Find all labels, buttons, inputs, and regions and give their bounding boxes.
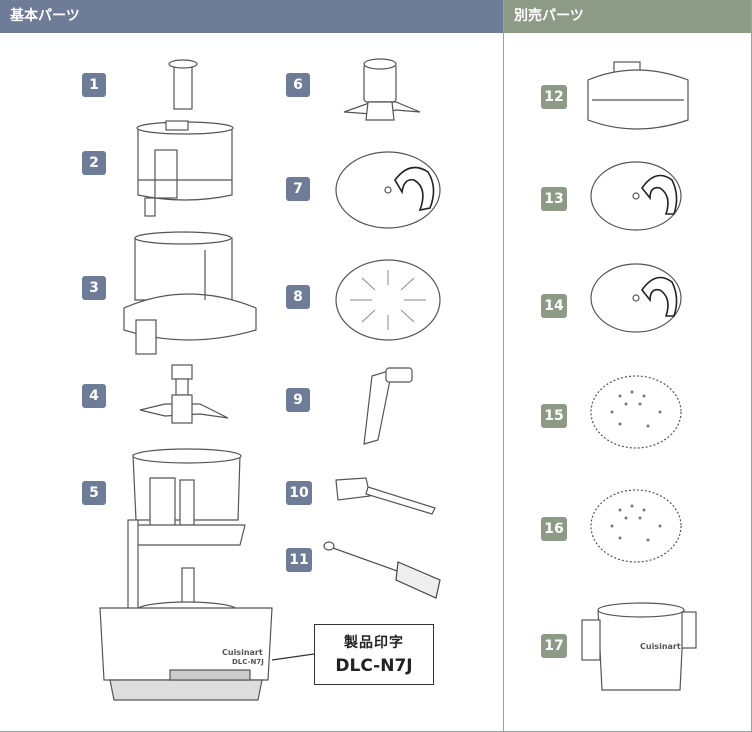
spatula-drawing [335,477,436,515]
fine-grating-disc-drawing [590,375,682,449]
food-pusher-drawing [168,59,198,110]
optional-parts-header: 別売パーツ [504,0,752,33]
mini-bowl-lid-drawing [587,61,689,130]
badge-4: 4 [82,384,106,408]
thick-slicing-disc-drawing [590,263,682,333]
bowl-cover-drawing [136,120,234,217]
base-model-mark: DLC-N7J [232,658,264,666]
dough-blade-drawing [343,58,421,121]
product-print-callout: 製品印字 DLC-N7J [314,624,434,685]
thin-slicing-disc-drawing [590,161,682,231]
slicing-disc-drawing [335,151,441,229]
chopping-blade-drawing [139,364,229,424]
cleaning-brush-drawing [323,541,441,599]
base-assembly-drawing [99,448,273,701]
badge-11: 11 [286,548,312,572]
badge-8: 8 [286,285,310,309]
coarse-grating-disc-drawing [590,489,682,563]
badge-5: 5 [82,481,106,505]
badge-14: 14 [541,294,567,318]
section-divider [503,0,504,732]
badge-13: 13 [541,187,567,211]
callout-model: DLC-N7J [335,656,413,676]
badge-15: 15 [541,404,567,428]
badge-12: 12 [541,85,567,109]
badge-16: 16 [541,517,567,541]
badge-7: 7 [286,177,310,201]
badge-10: 10 [286,481,312,505]
disc-stem-drawing [363,367,413,445]
shredding-disc-drawing [335,259,441,341]
callout-title: 製品印字 [344,635,404,651]
badge-3: 3 [82,276,106,300]
badge-1: 1 [82,73,106,97]
mini-bowl-brand-mark: Cuisinart [640,642,681,651]
basic-parts-header: 基本パーツ [0,0,503,33]
base-brand-mark: Cuisinart [222,648,263,657]
badge-9: 9 [286,388,310,412]
mini-bowl-drawing [581,602,697,691]
badge-6: 6 [286,73,310,97]
work-bowl-drawing [123,231,257,355]
badge-17: 17 [541,634,567,658]
callout-leader-line [271,653,315,661]
badge-2: 2 [82,151,106,175]
